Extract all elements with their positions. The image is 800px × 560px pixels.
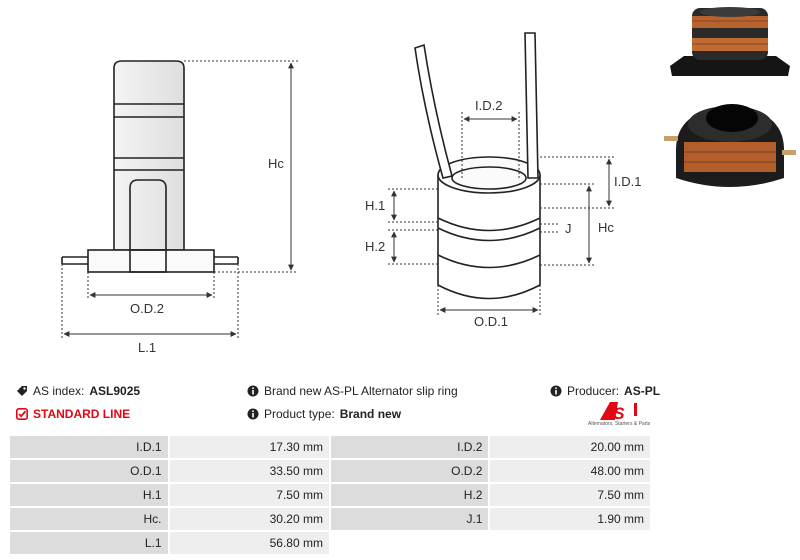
spec-value: 30.20 mm [167, 506, 331, 532]
producer-label: Producer: [567, 384, 620, 398]
spec-key: J.1 [328, 506, 491, 532]
spec-value: 1.90 mm [488, 506, 652, 532]
spec-value: 7.50 mm [167, 482, 331, 508]
spec-value: 20.00 mm [488, 434, 652, 460]
spec-key: O.D.2 [328, 458, 491, 484]
label-h1: H.1 [365, 198, 385, 213]
producer-value: AS-PL [624, 384, 661, 398]
label-id1: I.D.1 [614, 174, 641, 189]
product-type-value: Brand new [339, 407, 402, 421]
spec-key: I.D.2 [328, 434, 491, 460]
description-row: Brand new AS-PL Alternator slip ring [247, 384, 458, 398]
info-icon [550, 385, 562, 397]
standard-line-label: STANDARD LINE [33, 407, 131, 421]
spec-key: H.2 [328, 482, 491, 508]
spec-key: O.D.1 [8, 458, 170, 484]
label-id2: I.D.2 [475, 98, 502, 113]
label-h2: H.2 [365, 239, 385, 254]
spec-value: 17.30 mm [167, 434, 331, 460]
side-view [61, 60, 239, 273]
description-text: Brand new AS-PL Alternator slip ring [264, 384, 458, 398]
iso-view-dimensions [388, 112, 616, 315]
tag-icon [17, 386, 27, 396]
as-pl-logo: AS [600, 402, 637, 423]
spec-key: Hc. [8, 506, 170, 532]
label-l1: L.1 [138, 340, 156, 355]
iso-view [414, 32, 541, 300]
spec-value: 7.50 mm [488, 482, 652, 508]
spec-key: H.1 [8, 482, 170, 508]
info-icon [247, 385, 259, 397]
logo-tagline: Alternators, Starters & Parts [588, 421, 651, 427]
product-photo-bottom [664, 104, 796, 187]
info-icon [247, 408, 259, 420]
label-od2: O.D.2 [130, 301, 164, 316]
spec-value: 48.00 mm [488, 458, 652, 484]
side-view-dimensions [61, 60, 298, 340]
logo-text: AS [600, 404, 625, 423]
standard-line-row: STANDARD LINE [16, 407, 130, 421]
product-photo-top [670, 7, 790, 76]
spec-key: L.1 [8, 530, 170, 556]
label-hc-left: Hc [268, 156, 284, 171]
as-index-row: AS index: ASL9025 [16, 384, 140, 398]
label-hc-right: Hc [598, 220, 614, 235]
spec-value [488, 530, 652, 556]
product-type-label: Product type: [264, 407, 335, 421]
label-j: J [565, 221, 572, 236]
spec-value: 33.50 mm [167, 458, 331, 484]
checkbox-icon [16, 408, 28, 420]
as-index-value: ASL9025 [89, 384, 141, 398]
product-type-row: Product type: Brand new [247, 407, 401, 421]
spec-value: 56.80 mm [167, 530, 331, 556]
producer-row: Producer: AS-PL [550, 384, 660, 398]
label-od1: O.D.1 [474, 314, 508, 329]
technical-drawing: Hc O.D.2 L.1 I.D.2 I.D.1 H.1 [61, 32, 641, 355]
spec-key: I.D.1 [8, 434, 170, 460]
spec-key [328, 530, 491, 556]
as-index-label: AS index: [33, 384, 85, 398]
